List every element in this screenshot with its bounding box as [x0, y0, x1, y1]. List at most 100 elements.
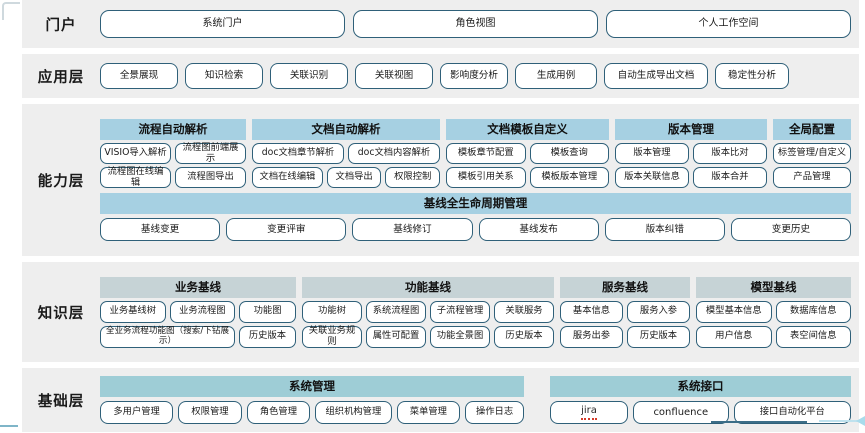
- cap-item-flow-frontend-display[interactable]: 流程图前端展示: [175, 142, 246, 164]
- bottom-right-arrow-stem: [819, 420, 863, 422]
- know-item-business-flowchart[interactable]: 业务流程图: [169, 300, 236, 323]
- layer-label-application: 应用层: [37, 69, 85, 86]
- know-item-attribute-configurable[interactable]: 属性可配置: [366, 325, 426, 348]
- layer-body-portal: 系统门户 角色视图 个人工作空间: [100, 10, 851, 38]
- cap-item-version-relation-info[interactable]: 版本关联信息: [615, 167, 689, 188]
- capability-row: 产品管理: [773, 167, 851, 188]
- cap-item-template-reference[interactable]: 模板引用关系: [446, 167, 526, 188]
- base-item-permission-management[interactable]: 权限管理: [178, 401, 242, 424]
- capability-group-doc-template: 文档模板自定义 模板章节配置 模板查询 模板引用关系 模板版本管理: [446, 119, 609, 188]
- lifecycle-item-baseline-release[interactable]: 基线发布: [478, 218, 599, 241]
- base-group-system-interface: 系统接口 jira confluence 接口自动化平台: [550, 376, 851, 424]
- cap-item-doc-content-parse[interactable]: doc文档内容解析: [348, 143, 440, 164]
- knowledge-row: 全业务流程功能图（搜索/下钻展示） 历史版本: [100, 325, 296, 348]
- cap-item-version-merge[interactable]: 版本合并: [693, 167, 767, 188]
- app-item-stability-analysis[interactable]: 稳定性分析: [715, 63, 789, 89]
- app-item-knowledge-search[interactable]: 知识检索: [185, 63, 263, 89]
- app-item-panorama[interactable]: 全景展现: [100, 63, 178, 89]
- cap-item-template-version-mgmt[interactable]: 模板版本管理: [529, 167, 609, 188]
- capability-row: 标签管理/自定义: [773, 143, 851, 164]
- app-item-impact-analysis[interactable]: 影响度分析: [440, 63, 508, 89]
- portal-item-system-portal[interactable]: 系统门户: [100, 10, 345, 38]
- knowledge-group-model-baseline: 模型基线 模型基本信息 数据库信息 用户信息 表空间信息: [696, 276, 851, 348]
- cap-item-product-management[interactable]: 产品管理: [773, 167, 851, 188]
- base-row: jira confluence 接口自动化平台: [550, 401, 851, 424]
- lifecycle-item-baseline-revision[interactable]: 基线修订: [352, 218, 473, 241]
- know-item-history-version[interactable]: 历史版本: [238, 325, 296, 348]
- group-header-business-baseline: 业务基线: [100, 276, 296, 298]
- knowledge-row: 关联业务规则 属性可配置 功能全景图 历史版本: [302, 325, 554, 348]
- base-item-role-management[interactable]: 角色管理: [246, 401, 311, 424]
- cap-item-tag-management[interactable]: 标签管理/自定义: [773, 143, 851, 164]
- know-item-related-service[interactable]: 关联服务: [494, 300, 554, 323]
- base-item-jira[interactable]: jira: [550, 401, 629, 424]
- lifecycle-item-version-correction[interactable]: 版本纠错: [604, 218, 725, 241]
- portal-button-row: 系统门户 角色视图 个人工作空间: [100, 10, 851, 38]
- cap-item-doc-export[interactable]: 文档导出: [326, 167, 382, 188]
- group-header-doc-template: 文档模板自定义: [446, 119, 609, 140]
- lifecycle-item-baseline-change[interactable]: 基线变更: [100, 218, 221, 241]
- cap-item-version-management[interactable]: 版本管理: [615, 143, 689, 164]
- app-item-auto-export-doc[interactable]: 自动生成导出文档: [604, 63, 708, 89]
- app-item-relation-recognition[interactable]: 关联识别: [270, 63, 348, 89]
- app-item-relation-view[interactable]: 关联视图: [355, 63, 433, 89]
- lifecycle-item-change-review[interactable]: 变更评审: [226, 218, 347, 241]
- cap-item-version-compare[interactable]: 版本比对: [693, 143, 767, 164]
- know-item-function-panorama[interactable]: 功能全景图: [430, 325, 490, 348]
- cap-item-doc-online-edit[interactable]: 文档在线编辑: [252, 167, 323, 188]
- bottom-right-arrow-head-icon: [856, 416, 865, 426]
- base-item-multi-user-management[interactable]: 多用户管理: [100, 401, 174, 424]
- know-item-history-version[interactable]: 历史版本: [494, 325, 554, 348]
- group-header-system-management: 系统管理: [100, 376, 524, 397]
- group-header-baseline-lifecycle: 基线全生命周期管理: [100, 193, 851, 214]
- capability-group-global-config: 全局配置 标签管理/自定义 产品管理: [773, 119, 851, 188]
- base-row: 多用户管理 权限管理 角色管理 组织机构管理 菜单管理 操作日志: [100, 401, 524, 424]
- group-header-version-management: 版本管理: [615, 119, 767, 140]
- base-item-operation-log[interactable]: 操作日志: [465, 401, 524, 424]
- base-item-confluence[interactable]: confluence: [633, 401, 729, 424]
- know-item-model-basic-info[interactable]: 模型基本信息: [696, 300, 772, 323]
- base-item-menu-management[interactable]: 菜单管理: [396, 401, 461, 424]
- know-item-full-business-flow-function-diagram[interactable]: 全业务流程功能图（搜索/下钻展示）: [100, 325, 235, 348]
- know-item-system-flowchart[interactable]: 系统流程图: [366, 300, 426, 323]
- know-item-tablespace-info[interactable]: 表空间信息: [775, 325, 851, 348]
- base-group-system-management: 系统管理 多用户管理 权限管理 角色管理 组织机构管理 菜单管理 操作日志: [100, 376, 524, 424]
- know-item-service-input-param[interactable]: 服务入参: [627, 300, 690, 323]
- cap-item-template-query[interactable]: 模板查询: [529, 143, 609, 164]
- knowledge-row: 模型基本信息 数据库信息: [696, 300, 851, 323]
- know-item-business-baseline-tree[interactable]: 业务基线树: [100, 300, 166, 323]
- know-item-subprocess-management[interactable]: 子流程管理: [430, 300, 490, 323]
- know-item-history-version[interactable]: 历史版本: [627, 325, 690, 348]
- portal-item-role-view[interactable]: 角色视图: [353, 10, 598, 38]
- group-header-system-interface: 系统接口: [550, 376, 851, 397]
- base-item-interface-automation-platform[interactable]: 接口自动化平台: [733, 401, 851, 424]
- group-header-process-parsing: 流程自动解析: [100, 119, 246, 140]
- knowledge-row: 业务基线树 业务流程图 功能图: [100, 300, 296, 323]
- layer-body-base: 系统管理 多用户管理 权限管理 角色管理 组织机构管理 菜单管理 操作日志 系统…: [100, 376, 851, 424]
- group-header-function-baseline: 功能基线: [302, 276, 554, 298]
- capability-row: 文档在线编辑 文档导出 权限控制: [252, 167, 440, 188]
- know-item-function-diagram[interactable]: 功能图: [239, 300, 296, 323]
- cap-item-doc-chapter-parse[interactable]: doc文档章节解析: [252, 143, 344, 164]
- knowledge-row: 服务出参 历史版本: [560, 325, 690, 348]
- know-item-function-tree[interactable]: 功能树: [302, 300, 362, 323]
- knowledge-row: 功能树 系统流程图 子流程管理 关联服务: [302, 300, 554, 323]
- cap-item-visio-import-parse[interactable]: VISIO导入解析: [100, 143, 171, 164]
- know-item-related-business-rule[interactable]: 关联业务规则: [302, 325, 362, 348]
- cap-item-flow-export[interactable]: 流程图导出: [175, 167, 246, 188]
- know-item-basic-info[interactable]: 基本信息: [560, 300, 623, 323]
- portal-item-personal-workspace[interactable]: 个人工作空间: [606, 10, 851, 38]
- capability-row: 版本关联信息 版本合并: [615, 167, 767, 188]
- cap-item-template-chapter-config[interactable]: 模板章节配置: [446, 143, 526, 164]
- lifecycle-item-change-history[interactable]: 变更历史: [730, 218, 852, 241]
- know-item-service-output-param[interactable]: 服务出参: [560, 325, 623, 348]
- group-header-model-baseline: 模型基线: [696, 276, 851, 298]
- know-item-user-info[interactable]: 用户信息: [696, 325, 772, 348]
- cap-item-flow-online-edit[interactable]: 流程图在线编辑: [100, 166, 171, 188]
- base-item-org-structure-management[interactable]: 组织机构管理: [315, 401, 392, 424]
- layer-base: 基础层 系统管理 多用户管理 权限管理 角色管理 组织机构管理 菜单管理 操作日…: [22, 368, 859, 432]
- knowledge-group-business-baseline: 业务基线 业务基线树 业务流程图 功能图 全业务流程功能图（搜索/下钻展示） 历…: [100, 276, 296, 348]
- know-item-database-info[interactable]: 数据库信息: [775, 300, 851, 323]
- cap-item-permission-control[interactable]: 权限控制: [385, 167, 440, 188]
- app-item-generate-usecase[interactable]: 生成用例: [515, 63, 597, 89]
